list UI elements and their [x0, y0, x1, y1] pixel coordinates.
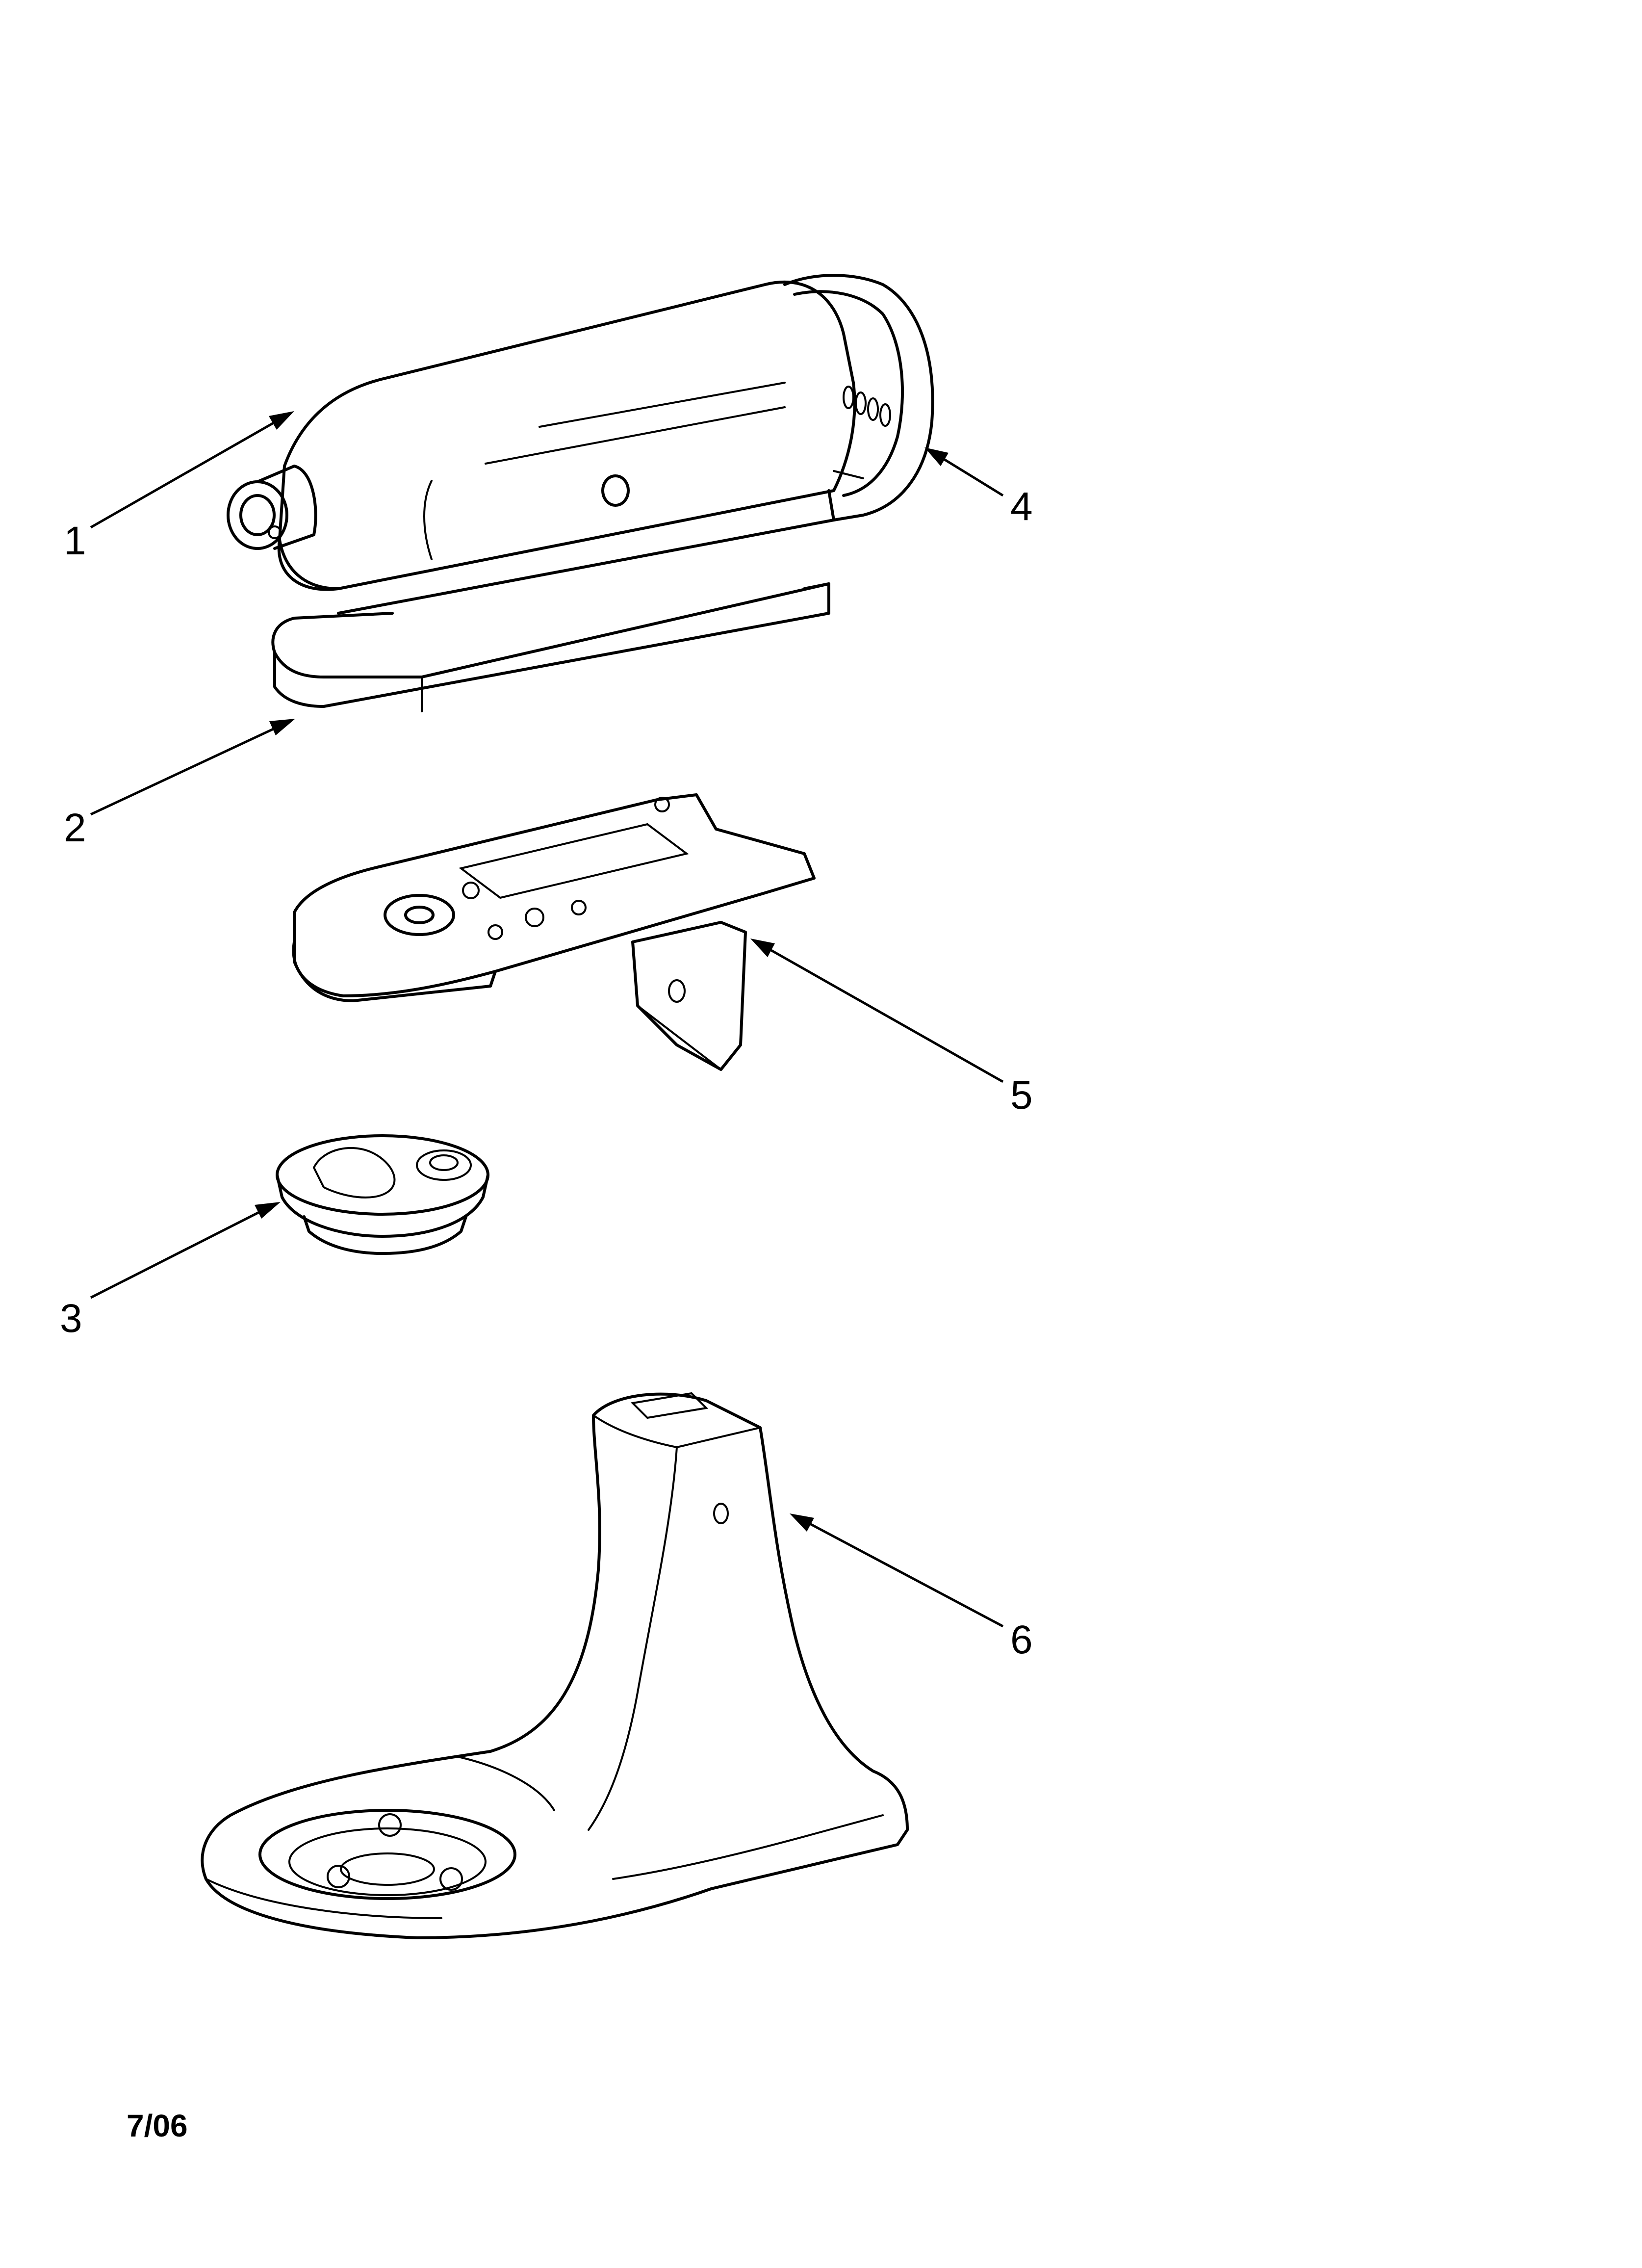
leader-line-2 [90, 719, 295, 816]
callout-5: 5 [1010, 1073, 1033, 1118]
leader-line-4 [924, 447, 1004, 497]
callout-6: 6 [1010, 1617, 1033, 1662]
leader-line-1 [90, 411, 294, 529]
callout-2: 2 [64, 806, 86, 850]
callout-4: 4 [1010, 484, 1033, 529]
part-planetary-plate [276, 1134, 489, 1255]
part-trim-band [271, 582, 830, 712]
leader-line-3 [90, 1202, 281, 1299]
part-motor-housing [227, 280, 856, 615]
leader-line-5 [750, 938, 1004, 1083]
part-gear-housing [292, 793, 816, 1071]
part-pedestal-base [201, 1392, 909, 1939]
callout-1: 1 [64, 519, 86, 563]
leader-line-6 [790, 1513, 1004, 1628]
part-end-cap [783, 274, 934, 521]
revision-date: 7/06 [127, 2108, 188, 2143]
callout-3: 3 [60, 1296, 82, 1341]
